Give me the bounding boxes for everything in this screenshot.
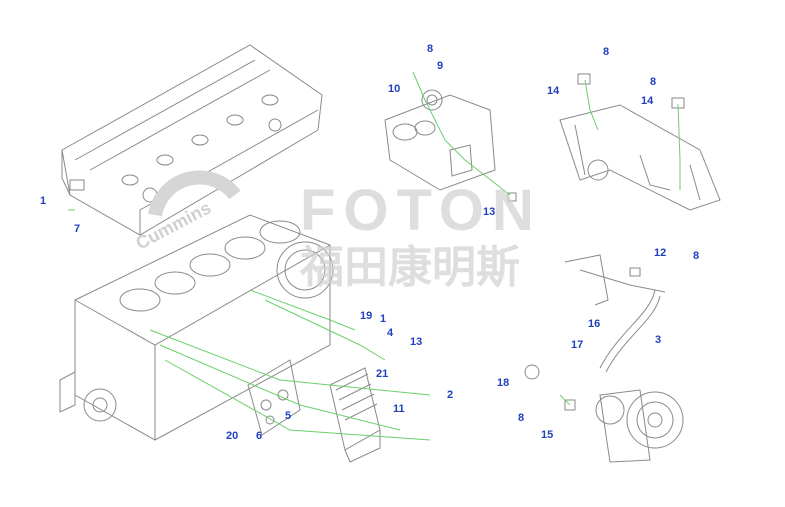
leader-lines [68, 71, 681, 441]
ecm-module-drawing [329, 367, 381, 463]
callout-10: 10 [388, 83, 401, 95]
callout-19: 19 [360, 310, 373, 322]
watermark: Cummins FOTON 福田康明斯 [132, 170, 542, 293]
callout-7: 7 [74, 223, 81, 235]
callout-8: 8 [427, 43, 434, 55]
watermark-chinese: 福田康明斯 [299, 242, 520, 293]
callout-8: 8 [650, 76, 657, 88]
callout-21: 21 [376, 368, 389, 380]
sensor-14a-drawing [577, 73, 591, 85]
callout-14: 14 [641, 95, 654, 107]
callout-9: 9 [437, 60, 444, 72]
callout-6: 6 [256, 430, 263, 442]
callout-18: 18 [497, 377, 510, 389]
thermostat-housing-drawing [384, 89, 496, 191]
callout-15: 15 [541, 429, 554, 441]
exhaust-manifold-drawing [559, 104, 721, 211]
callout-2: 2 [447, 389, 454, 401]
callout-16: 16 [588, 318, 601, 330]
watermark-brand: Cummins [132, 197, 214, 253]
connector-12-drawing [629, 267, 641, 277]
callout-1: 1 [380, 313, 387, 325]
callout-12: 12 [654, 247, 667, 259]
callout-14: 14 [547, 85, 560, 97]
callout-4: 4 [387, 327, 394, 339]
ecm-bracket-drawing [247, 359, 301, 436]
callout-8: 8 [693, 250, 700, 262]
callout-20: 20 [226, 430, 239, 442]
cylinder-head-drawing [61, 44, 323, 236]
callout-3: 3 [655, 334, 662, 346]
watermark-latin: FOTON [300, 178, 542, 243]
turbocharger-drawing [595, 389, 684, 463]
sensor-harness-drawing [564, 254, 666, 373]
callout-5: 5 [285, 410, 292, 422]
callout-8: 8 [518, 412, 525, 424]
callout-13: 13 [483, 206, 496, 218]
callout-8: 8 [603, 46, 610, 58]
plug-18-drawing [524, 364, 540, 380]
callout-11: 11 [393, 403, 405, 415]
callout-17: 17 [571, 339, 584, 351]
callout-13: 13 [410, 336, 423, 348]
sensor-13-drawing [507, 192, 517, 202]
engine-block-drawing [59, 214, 334, 441]
callout-1: 1 [40, 195, 47, 207]
sensor-15-drawing [564, 399, 576, 411]
